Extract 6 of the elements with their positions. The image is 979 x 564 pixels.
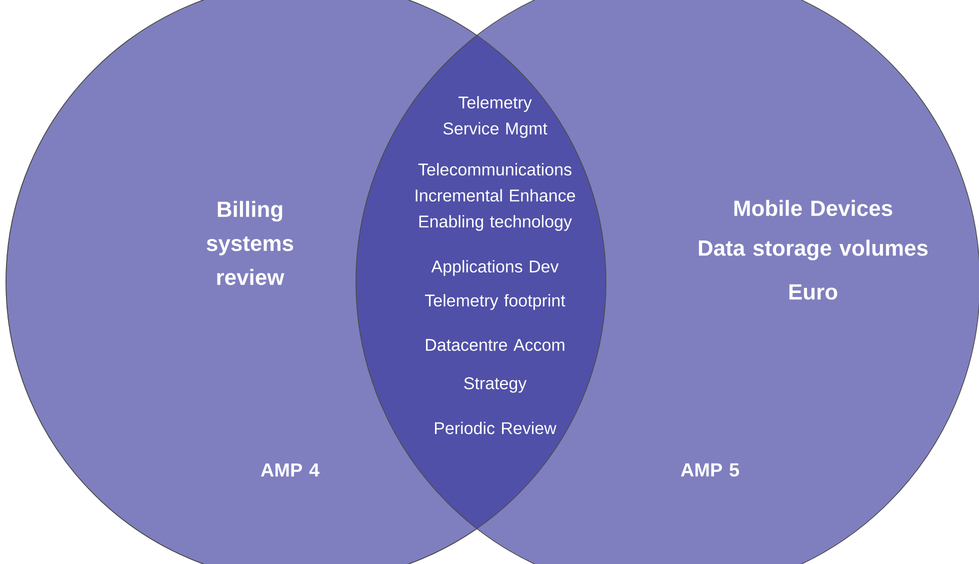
node-label: AMP 5 — [680, 463, 740, 477]
node-label: AMP 4 — [260, 463, 320, 477]
node-label: Euro — [789, 284, 838, 300]
node-label: Data storage volumes — [698, 240, 928, 260]
node-label: Billing systems review — [206, 200, 294, 286]
node-label: Mobile Devices — [734, 200, 892, 216]
